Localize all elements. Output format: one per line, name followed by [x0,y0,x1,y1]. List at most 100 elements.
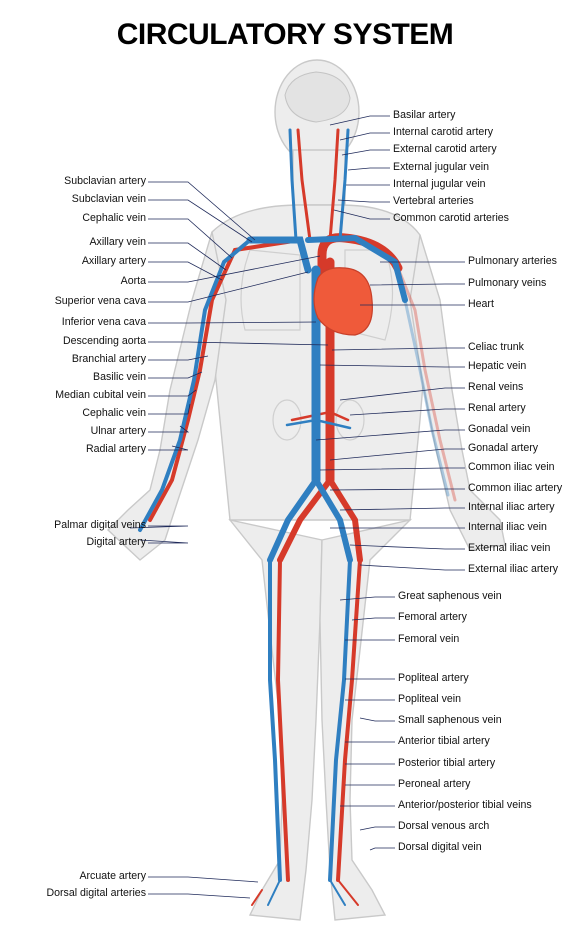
leader-left-2 [148,218,233,259]
leader-right-20 [349,544,465,550]
heart-shape [313,267,373,336]
label-right-30: Peroneal artery [398,778,471,790]
leader-right-0 [329,115,390,126]
jugular-left [288,128,298,242]
leader-left-9 [148,355,209,361]
label-left-0: Subclavian artery [64,175,146,187]
leader-right-17 [329,488,465,491]
common-iliac-left [277,477,333,563]
label-left-1: Subclavian vein [71,193,146,205]
leader-right-8 [369,283,465,286]
label-right-1: Internal carotid artery [393,126,494,138]
left-arm-vein [138,238,252,532]
leader-right-1 [339,132,390,141]
carotid-left [296,128,312,242]
label-right-6: Common carotid arteries [393,212,509,224]
common-iliac-vein-left [267,477,319,563]
left-leg-artery [275,558,290,882]
leader-left-11 [148,389,197,397]
carotid-right [328,128,340,242]
label-left-14: Radial artery [85,443,146,455]
label-left-11: Median cubital vein [55,389,146,401]
label-right-28: Anterior tibial artery [398,735,490,747]
label-left-7: Inferior vena cava [61,316,146,328]
arteries [148,128,457,906]
label-left-5: Aorta [120,275,146,287]
left-leg-shape [228,518,323,921]
leader-left-12 [148,403,191,415]
leader-right-3 [347,167,390,171]
leader-left-8 [148,341,329,346]
leader-right-10 [331,347,465,351]
leader-right-6 [333,209,390,220]
leader-right-16 [319,467,465,471]
brachiocephalic-right [305,234,408,303]
label-left-17: Arcuate artery [79,870,146,882]
leader-right-32 [359,826,395,831]
foot-veins [267,879,346,906]
label-left-9: Branchial artery [71,353,146,365]
label-right-7: Pulmonary arteries [468,255,557,267]
leader-lines-right [315,115,465,851]
right-arm-vein [403,298,450,497]
label-left-4: Axillary artery [81,255,146,267]
right-leg-shape [319,518,413,921]
renal-veins [285,418,352,430]
leader-left-17 [148,876,259,883]
label-right-14: Gonadal vein [468,423,531,435]
label-right-29: Posterior tibial artery [398,757,496,769]
leader-right-22 [339,596,395,601]
label-right-26: Popliteal vein [398,693,462,705]
right-arm-shape [409,234,506,551]
label-right-32: Dorsal venous arch [398,820,490,832]
leader-left-0 [148,181,256,241]
leader-right-12 [339,387,465,401]
label-left-8: Descending aorta [62,335,146,347]
label-right-15: Gonadal artery [468,442,539,454]
label-right-18: Internal iliac artery [468,501,555,513]
diagram-title: CIRCULATORY SYSTEM [116,18,454,51]
leader-right-2 [341,149,390,156]
label-left-3: Axillary vein [89,236,146,248]
label-right-27: Small saphenous vein [398,714,502,726]
label-right-33: Dorsal digital vein [398,841,482,853]
label-right-9: Heart [468,298,494,310]
leader-right-5 [337,199,390,203]
label-right-31: Anterior/posterior tibial veins [398,799,532,811]
right-leg-vein [328,558,352,882]
label-right-21: External iliac artery [468,563,559,575]
leader-right-27 [359,717,395,722]
superior-vena-cava [246,236,312,274]
right-arm-artery [396,266,457,502]
label-right-19: Internal iliac vein [468,521,547,533]
label-right-4: Internal jugular vein [393,178,486,190]
leader-right-14 [315,429,465,441]
common-iliac-vein-right [313,477,353,563]
label-right-13: Renal artery [468,402,526,414]
leader-left-7 [148,321,317,324]
left-lung-outline [240,249,301,331]
leader-left-16 [139,539,189,544]
leader-right-13 [349,408,465,416]
label-right-8: Pulmonary veins [468,277,547,289]
leader-left-5 [148,255,321,283]
label-right-23: Femoral artery [398,611,467,623]
leader-left-15 [129,525,189,529]
leader-left-18 [148,893,251,899]
leader-left-1 [148,199,253,243]
label-right-3: External jugular vein [393,161,489,173]
label-left-15: Palmar digital veins [54,519,146,531]
label-left-13: Ulnar artery [90,425,146,437]
brain-outline [284,71,351,123]
leader-left-14 [148,445,189,451]
leader-right-18 [339,507,465,511]
label-left-2: Cephalic vein [82,212,146,224]
foot-arteries [251,879,359,906]
label-right-2: External carotid artery [393,143,497,155]
label-right-10: Celiac trunk [468,341,524,353]
leader-lines-left [129,181,329,899]
left-arm-shape [106,231,227,561]
leader-left-3 [148,242,227,271]
label-right-25: Popliteal artery [398,672,469,684]
